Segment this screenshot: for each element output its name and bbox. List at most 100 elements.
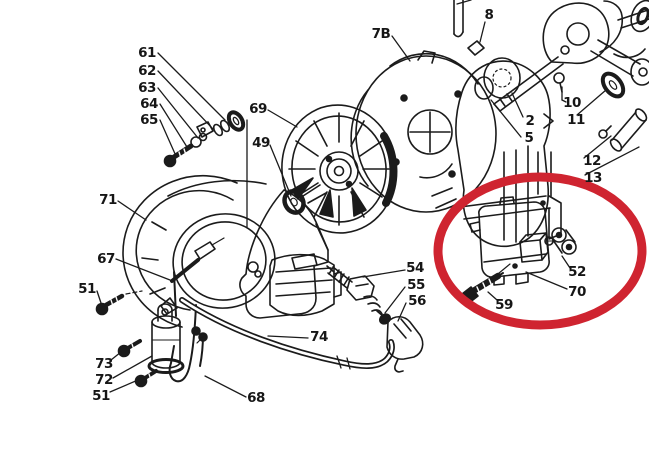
fastener-set-shape [171,143,194,160]
mounting-bracket [431,187,562,240]
fan-shroud-7b-shape [448,170,456,178]
starter-housing-71-shape [122,174,238,328]
fan-shroud-7b-shape [417,50,436,64]
bushing-11-shape [608,80,618,90]
cylinder-12-13-shape [621,119,647,149]
part-label-62: 62 [138,63,156,79]
leader-line [117,200,147,221]
cylinder-block-shape [269,253,335,317]
crankshaft-assembly-shape [590,50,634,77]
engine-drawing [95,0,649,388]
ignition-coil-72-shape [161,308,169,316]
part-label-73: 73 [95,356,113,372]
flywheel-shape [351,187,367,217]
part-label-72: 72 [95,372,113,388]
primary-wire-68-shape [168,304,197,383]
leader-line [525,271,568,290]
bracket-52-shape [552,239,563,254]
flywheel-shape [326,158,352,184]
fastener-set-shape [219,119,231,133]
bolt-51-lower-shape [143,369,158,380]
ht-cable-74-shape [346,357,351,370]
starter-housing-71-shape [254,270,262,278]
bracket-52-shape [544,236,554,246]
flywheel-shape [291,115,387,223]
fan-shroud-7b-shape [407,109,453,155]
flywheel-shape [290,197,298,207]
ignition-coil-72-shape [151,361,181,369]
leader-line [115,258,171,281]
starter-housing-71-shape [181,221,267,301]
ignition-module-70-shape [483,253,547,263]
part-label-51-lower: 51 [92,388,110,404]
flywheel-shape [350,120,365,147]
leader-line [204,375,247,398]
crankshaft-assembly-shape [630,58,649,86]
ignition-module-70 [469,196,550,286]
part-label-59: 59 [495,297,513,313]
bearing-discs-shape [474,76,494,100]
spark-plug-54-shape [346,275,375,301]
bracket-52-shape [565,243,573,251]
ignition-coil-72 [147,271,185,374]
bolt-73 [117,339,142,358]
starter-housing-71-shape [315,223,329,251]
cylinder-block [269,253,342,317]
lead-wire-67-shape [211,237,225,246]
screw-59-shape [488,278,493,287]
crankshaft-assembly-shape [617,9,649,21]
crankshaft-assembly-shape [613,48,646,59]
mounting-bracket-shape [435,198,457,209]
leader-line [584,146,640,176]
leader-line [157,52,226,121]
ignition-module-70-shape [515,273,529,285]
bearing-discs-shape [483,57,521,99]
cylinder-12-13-shape [609,138,623,152]
flywheel-shape [333,165,345,177]
flywheel-shape [313,120,328,147]
ht-cable-74-shape [179,297,395,369]
spark-plug-54-shape [332,266,353,283]
leader-line [267,109,298,128]
fastener-set-shape [198,132,208,142]
ht-cable-74 [179,297,395,370]
bushing-11 [600,71,626,99]
ignition-module-70-shape [478,201,550,278]
bracket-52-shape [565,229,576,243]
part-label-52: 52 [568,264,586,280]
crankshaft-assembly-shape [566,22,590,46]
plug-cap-56-shape [393,323,407,339]
fastener-set-shape [212,123,224,137]
leader-line [362,269,406,278]
crankshaft-assembly-shape [542,2,610,65]
part-label-56: 56 [408,293,426,309]
leader-line [397,302,407,322]
leader-line [490,99,522,138]
plug-cap-56-shape [400,318,412,332]
part-label-63: 63 [138,80,156,96]
cylinder-12-13-shape [611,111,637,141]
part-label-69: 69 [249,101,267,117]
mounting-bracket-shape [431,187,453,197]
crankshaft-assembly-shape [560,45,570,55]
leader-line [487,291,498,301]
leader-line [267,335,309,339]
fastener-set-shape [232,116,240,126]
bracket-52-shape [551,227,567,243]
cylinder-12-13-shape [634,108,648,122]
mounting-bracket-shape [548,195,562,235]
primary-wire-68-shape [191,326,201,336]
mounting-bracket-shape [463,207,551,220]
rod-and-key-8-shape [453,31,464,38]
part-label-74: 74 [310,329,328,345]
flywheel-shape [319,189,334,218]
leader-line [583,135,612,159]
leader-line [456,0,472,5]
ignition-module-70-shape [519,239,543,263]
crankshaft-assembly-shape [506,93,513,102]
bearing-discs-shape [543,113,554,129]
rod-and-key-8 [453,0,485,56]
leader-line [561,255,571,269]
ht-cable-74-shape [336,355,342,369]
flywheel-shape [380,132,398,207]
